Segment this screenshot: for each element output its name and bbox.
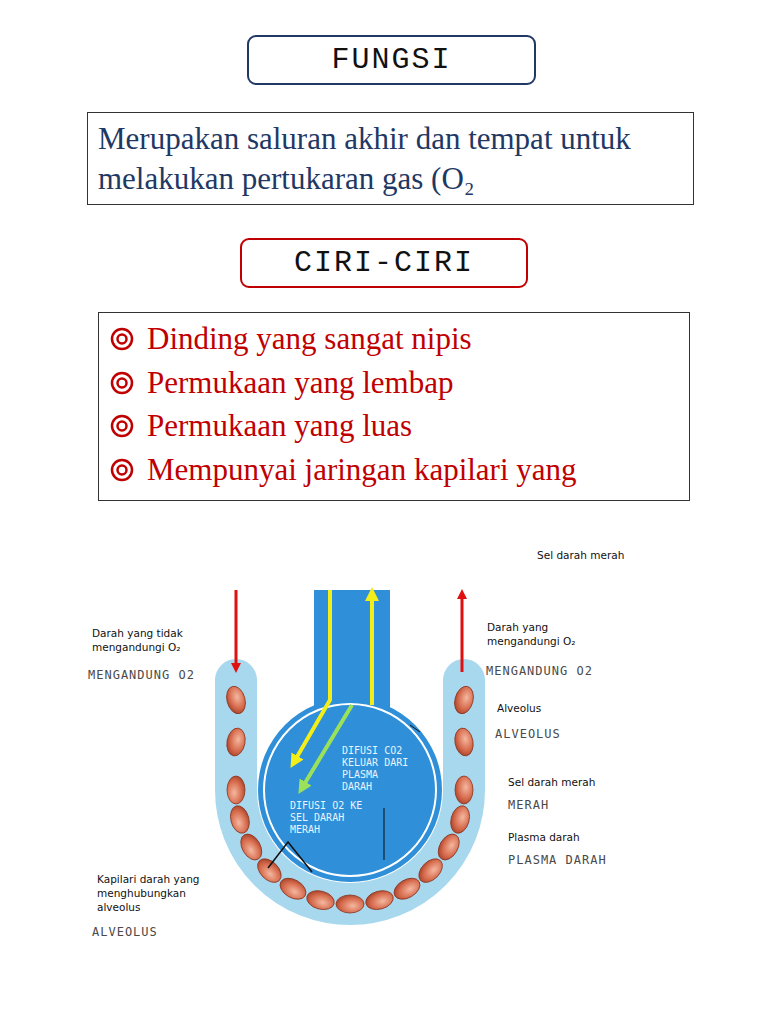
pointer-line	[384, 808, 385, 860]
process-label: DIFUSI CO2 KELUAR DARI PLASMA DARAH	[342, 745, 414, 793]
bullet-symbol	[109, 413, 135, 439]
red-blood-cells	[224, 684, 477, 913]
red-blood-cell	[364, 888, 396, 913]
red-blood-cell	[390, 874, 423, 904]
red-blood-cell	[276, 874, 309, 904]
heading-text: CIRI-CIRI	[252, 246, 516, 280]
bullet-symbol	[109, 326, 135, 352]
red-blood-cell	[455, 776, 473, 804]
red-blood-cell	[452, 684, 477, 716]
blood-out-arrow	[461, 594, 464, 672]
red-blood-cell	[228, 804, 253, 836]
feature-list-box: Dinding yang sangat nipisPermukaan yang …	[98, 312, 690, 501]
part-label-caps: MENGANDUNG O2	[486, 664, 616, 678]
part-label: Alveolus	[497, 701, 587, 715]
red-blood-cell	[434, 830, 464, 863]
alveolus-body	[258, 698, 442, 882]
red-blood-cell	[336, 895, 364, 913]
carbon-dioxide-arrow	[370, 594, 374, 705]
pointer-line	[410, 725, 420, 732]
part-label-caps: ALVEOLUS	[495, 727, 605, 741]
red-blood-cell	[236, 830, 266, 863]
red-blood-cell	[224, 684, 249, 716]
heading-box: FUNGSI	[247, 35, 536, 85]
red-blood-cell	[305, 888, 337, 913]
part-label-caps: PLASMA DARAH	[508, 853, 638, 867]
feature-text: Permukaan yang lembap	[147, 363, 453, 403]
red-blood-cell	[225, 727, 248, 758]
part-label: Sel darah merah	[537, 548, 647, 562]
alveolus-wall	[264, 704, 436, 876]
list-row: Permukaan yang luas	[109, 406, 679, 446]
part-label: Kapilari darah yang menghubungkan alveol…	[97, 872, 215, 915]
capillary-band	[236, 680, 464, 904]
part-label-caps: ALVEOLUS	[92, 925, 192, 939]
definition-text: Merupakan saluran akhir dan tempat untuk…	[98, 119, 683, 198]
list-row: Dinding yang sangat nipis	[109, 319, 679, 359]
list-row: Permukaan yang lembap	[109, 363, 679, 403]
red-blood-cell	[227, 776, 245, 804]
part-label-caps: MENGANDUNG O2	[88, 668, 210, 682]
part-label: Darah yang tidak mengandungi O₂	[92, 626, 210, 654]
red-blood-cell	[448, 804, 473, 836]
blood-in-arrow	[235, 590, 238, 668]
list-row: Mempunyai jaringan kapilari yang	[109, 450, 679, 490]
red-blood-cell	[453, 727, 476, 758]
part-label-caps: MERAH	[508, 798, 588, 812]
feature-text: Permukaan yang luas	[147, 406, 412, 446]
heading-box: CIRI-CIRI	[240, 238, 528, 288]
part-label: Sel darah merah	[508, 775, 618, 789]
process-label: DIFUSI O2 KE SEL DARAH MERAH	[290, 800, 368, 836]
part-label: Darah yang mengandungi O₂	[487, 620, 597, 648]
pointer-line	[268, 842, 312, 872]
part-label: Plasma darah	[508, 830, 608, 844]
bullet-symbol	[109, 457, 135, 483]
heading-text: FUNGSI	[259, 43, 524, 77]
oxygen-arrow	[294, 590, 330, 762]
definition-box: Merupakan saluran akhir dan tempat untuk…	[87, 112, 694, 205]
bullet-symbol	[109, 370, 135, 396]
feature-text: Mempunyai jaringan kapilari yang	[147, 450, 577, 490]
feature-text: Dinding yang sangat nipis	[147, 319, 472, 359]
